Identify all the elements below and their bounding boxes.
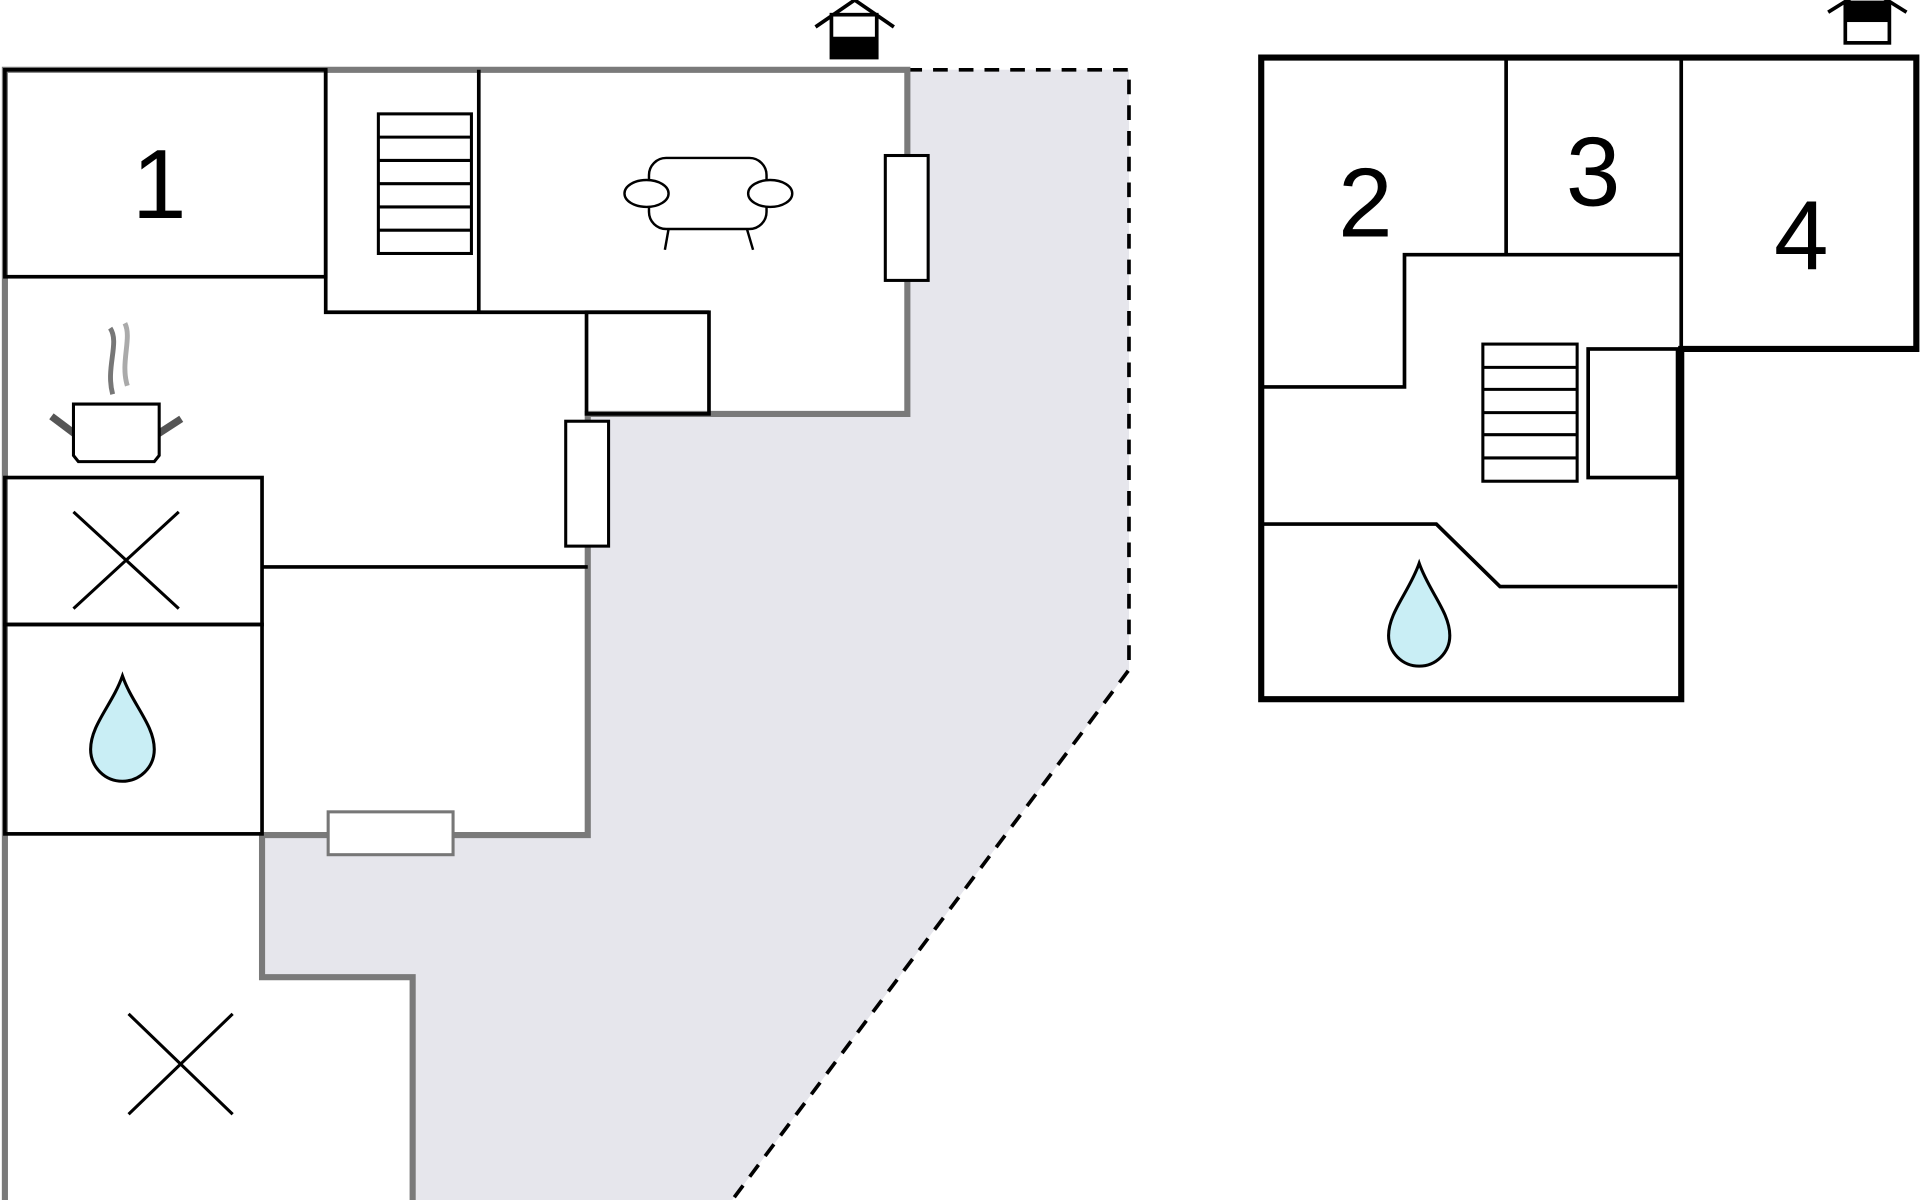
stairs-icon bbox=[1481, 342, 1579, 483]
sofa-icon bbox=[623, 156, 794, 251]
room-label-4: 4 bbox=[1774, 180, 1828, 290]
house-entrance-icon bbox=[814, 0, 895, 60]
bathroom bbox=[3, 622, 264, 836]
bed-cross-icon bbox=[72, 510, 180, 610]
stairs-icon bbox=[376, 112, 473, 256]
room-label-1: 1 bbox=[132, 129, 186, 239]
room-label-2: 2 bbox=[1338, 147, 1392, 257]
window-icon bbox=[326, 810, 455, 857]
ground-floor-outer-walls bbox=[1, 66, 911, 1200]
bed-cross-icon bbox=[127, 1012, 234, 1116]
cooking-pot-icon bbox=[49, 322, 184, 464]
window-icon bbox=[883, 153, 930, 282]
water-drop-icon bbox=[89, 671, 156, 783]
window-icon bbox=[564, 419, 611, 548]
ground-floor-inner-walls bbox=[3, 67, 711, 836]
terrace-boundary bbox=[730, 67, 1131, 1200]
bedroom-kitchen-side bbox=[3, 475, 264, 627]
water-drop-icon bbox=[1387, 558, 1452, 668]
house-entrance-icon bbox=[1827, 0, 1908, 45]
terrace-area bbox=[262, 69, 1129, 1200]
room-label-3: 3 bbox=[1566, 117, 1620, 227]
upper-floor-walls bbox=[1258, 54, 1920, 703]
